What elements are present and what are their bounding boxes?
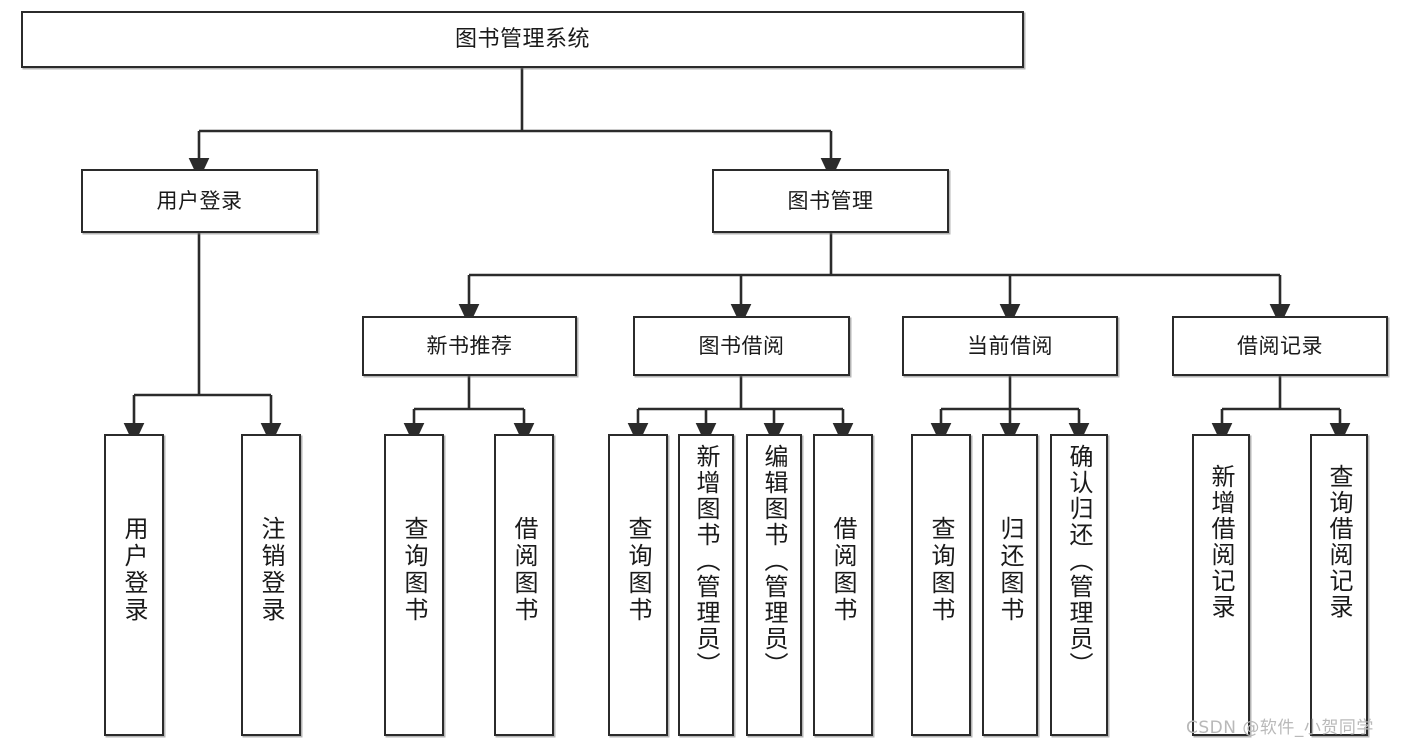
node-label: 用户登录: [120, 516, 148, 624]
node-book-management[interactable]: 图书管理: [712, 169, 949, 233]
leaf-user-login[interactable]: 用户登录: [104, 434, 164, 736]
node-label: 借阅图书: [510, 516, 538, 624]
node-label: 编辑图书（管理员）: [760, 444, 788, 678]
node-label: 借阅记录: [1237, 333, 1323, 358]
node-label: 查询图书: [400, 516, 428, 624]
node-user-login[interactable]: 用户登录: [81, 169, 318, 233]
node-current-borrow[interactable]: 当前借阅: [902, 316, 1118, 376]
node-label: 图书管理: [787, 188, 874, 213]
node-label: 查询图书: [624, 516, 652, 624]
node-label: 新增图书（管理员）: [692, 444, 720, 678]
leaf-query-book-borrow[interactable]: 查询图书: [608, 434, 668, 736]
node-label: 查询图书: [927, 516, 955, 624]
node-label: 图书管理系统: [454, 26, 590, 52]
node-new-book-recommend[interactable]: 新书推荐: [362, 316, 577, 376]
leaf-query-book-recommend[interactable]: 查询图书: [384, 434, 444, 736]
node-label: 图书借阅: [698, 333, 785, 358]
leaf-logout[interactable]: 注销登录: [241, 434, 301, 736]
node-label: 当前借阅: [967, 333, 1053, 358]
node-label: 查询借阅记录: [1325, 464, 1353, 620]
node-label: 注销登录: [257, 516, 285, 624]
node-label: 借阅图书: [829, 516, 857, 624]
leaf-query-borrow-record[interactable]: 查询借阅记录: [1310, 434, 1368, 736]
csdn-watermark: CSDN @软件_小贺同学: [1186, 718, 1374, 738]
leaf-return-book[interactable]: 归还图书: [982, 434, 1038, 736]
leaf-add-book-admin[interactable]: 新增图书（管理员）: [678, 434, 734, 736]
node-borrow-records[interactable]: 借阅记录: [1172, 316, 1388, 376]
leaf-confirm-return-admin[interactable]: 确认归还（管理员）: [1050, 434, 1108, 736]
leaf-borrow-book[interactable]: 借阅图书: [813, 434, 873, 736]
node-label: 新增借阅记录: [1207, 464, 1235, 620]
leaf-query-book-current[interactable]: 查询图书: [911, 434, 971, 736]
node-label: 用户登录: [156, 188, 243, 213]
node-label: 确认归还（管理员）: [1065, 444, 1093, 678]
node-label: 归还图书: [996, 516, 1024, 624]
node-label: 新书推荐: [426, 333, 513, 358]
node-book-borrow[interactable]: 图书借阅: [633, 316, 850, 376]
node-root-system[interactable]: 图书管理系统: [21, 11, 1024, 68]
leaf-borrow-book-recommend[interactable]: 借阅图书: [494, 434, 554, 736]
leaf-edit-book-admin[interactable]: 编辑图书（管理员）: [746, 434, 802, 736]
leaf-add-borrow-record[interactable]: 新增借阅记录: [1192, 434, 1250, 736]
